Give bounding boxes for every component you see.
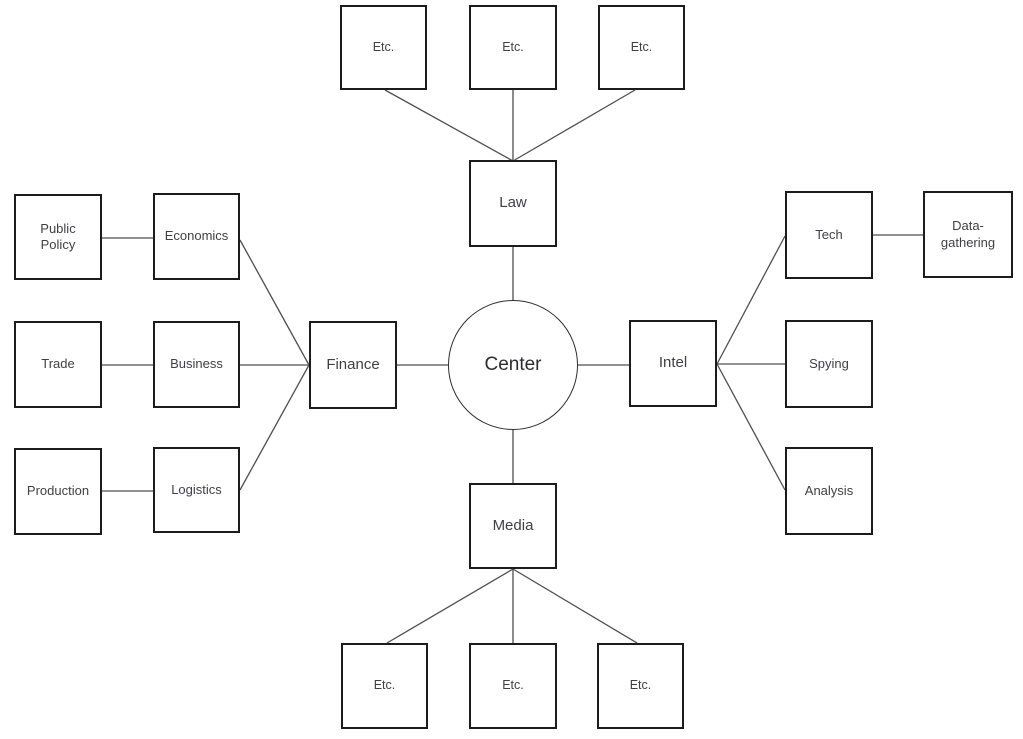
node-etc-bottom-1-label: Etc. bbox=[373, 678, 396, 693]
node-spying: Spying bbox=[785, 320, 873, 408]
edge-media-etc-bottom-3 bbox=[512, 568, 638, 644]
node-etc-bottom-3-label: Etc. bbox=[629, 678, 652, 693]
node-logistics: Logistics bbox=[153, 447, 240, 533]
node-etc-bottom-2: Etc. bbox=[469, 643, 557, 729]
node-etc-top-2-label: Etc. bbox=[502, 39, 524, 54]
node-spying-label: Spying bbox=[809, 355, 849, 371]
node-etc-bottom-2-label: Etc. bbox=[502, 678, 524, 693]
node-trade: Trade bbox=[14, 321, 102, 408]
node-data-gathering-label: Data- gathering bbox=[940, 218, 996, 250]
node-center: Center bbox=[448, 300, 578, 430]
node-business-label: Business bbox=[170, 356, 223, 372]
node-data-gathering: Data- gathering bbox=[923, 191, 1013, 278]
node-media: Media bbox=[469, 483, 557, 569]
node-center-label: Center bbox=[484, 354, 542, 376]
node-media-label: Media bbox=[492, 516, 534, 534]
node-law: Law bbox=[469, 160, 557, 247]
node-etc-top-2: Etc. bbox=[469, 5, 557, 90]
node-production-label: Production bbox=[26, 483, 90, 499]
node-public-policy: Public Policy bbox=[14, 194, 102, 280]
edge-media-etc-bottom-1 bbox=[386, 568, 514, 644]
node-finance: Finance bbox=[309, 321, 397, 409]
node-etc-bottom-3: Etc. bbox=[597, 643, 684, 729]
node-tech-label: Tech bbox=[815, 226, 843, 242]
node-tech: Tech bbox=[785, 191, 873, 279]
node-law-label: Law bbox=[499, 194, 527, 212]
node-etc-top-1-label: Etc. bbox=[372, 39, 395, 54]
node-etc-top-3: Etc. bbox=[598, 5, 685, 90]
node-economics-label: Economics bbox=[164, 228, 229, 244]
node-intel: Intel bbox=[629, 320, 717, 407]
node-etc-bottom-1: Etc. bbox=[341, 643, 428, 729]
node-business: Business bbox=[153, 321, 240, 408]
edge-intel-tech bbox=[716, 235, 786, 365]
node-economics: Economics bbox=[153, 193, 240, 280]
node-intel-label: Intel bbox=[658, 354, 688, 372]
edge-economics-finance bbox=[239, 239, 310, 366]
node-etc-top-3-label: Etc. bbox=[630, 39, 653, 54]
edge-logistics-finance bbox=[239, 364, 310, 491]
edge-etc-top-3-law bbox=[512, 89, 636, 162]
node-production: Production bbox=[14, 448, 102, 535]
node-logistics-label: Logistics bbox=[171, 481, 222, 497]
node-trade-label: Trade bbox=[41, 356, 75, 372]
node-finance-label: Finance bbox=[326, 355, 380, 373]
node-etc-top-1: Etc. bbox=[340, 5, 427, 90]
node-analysis: Analysis bbox=[785, 447, 873, 535]
edge-intel-analysis bbox=[716, 363, 786, 491]
node-analysis-label: Analysis bbox=[804, 482, 854, 498]
node-public-policy-label: Public Policy bbox=[40, 220, 76, 252]
edge-etc-top-1-law bbox=[384, 89, 514, 162]
